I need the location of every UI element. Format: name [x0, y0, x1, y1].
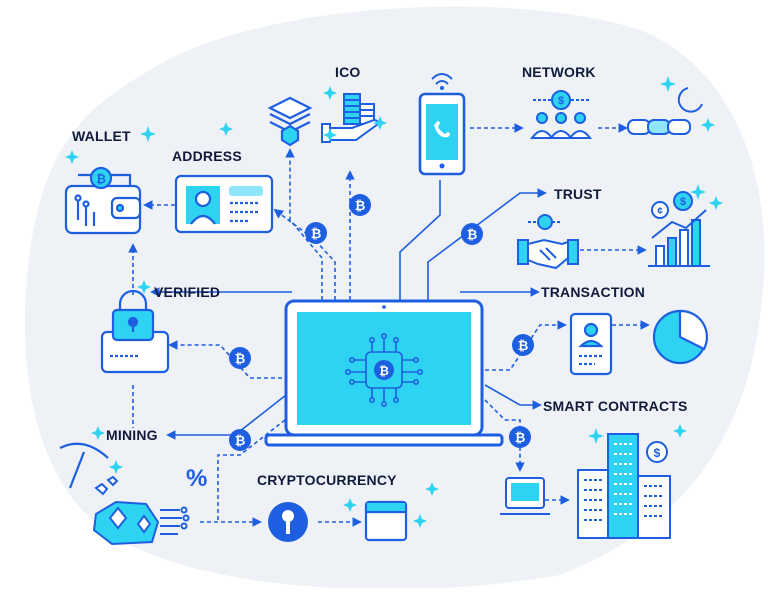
sparkle-icon: [588, 428, 604, 444]
sparkle-icon: [413, 514, 427, 528]
sparkle-icon: [140, 126, 156, 142]
hexagon-stack-icon: [267, 96, 313, 147]
browser-window-icon: [364, 500, 408, 542]
lock-card-icon: [100, 289, 170, 374]
growth-chart-icon: ¢ $: [648, 191, 710, 267]
refresh-icon: [677, 87, 703, 113]
sparkle-icon: [323, 128, 337, 142]
sparkles: [65, 76, 723, 528]
label-mining: MINING: [106, 427, 158, 443]
connector-crypto: [217, 419, 286, 520]
svg-text:₿: ₿: [235, 351, 246, 366]
label-network: NETWORK: [522, 64, 596, 80]
label-ico: ICO: [335, 64, 361, 80]
sparkle-icon: [690, 184, 706, 200]
connector-laptop-address: [273, 208, 336, 300]
people-network-icon: $: [530, 90, 592, 139]
label-verified: VERIFIED: [154, 284, 221, 300]
sparkle-icon: [219, 122, 233, 136]
svg-text:₿: ₿: [467, 227, 478, 242]
connector-smart-contracts: [484, 384, 542, 410]
handshake-icon: [517, 214, 579, 270]
computer-icon: [500, 477, 550, 515]
bitcoin-icon: ₿: [229, 429, 251, 451]
sparkle-icon: [709, 196, 723, 210]
sparkle-icon: [323, 86, 337, 100]
label-wallet: WALLET: [72, 128, 131, 144]
label-address: ADDRESS: [172, 148, 242, 164]
svg-text:₿: ₿: [355, 198, 366, 213]
label-transaction: TRANSACTION: [541, 284, 646, 300]
coin-key-icon: [268, 502, 308, 542]
sparkle-icon: [137, 280, 151, 294]
sparkle-icon: [701, 118, 715, 132]
label-trust: TRUST: [554, 186, 602, 202]
connector-lock: [168, 340, 282, 379]
connectors: [128, 123, 650, 527]
svg-text:₿: ₿: [379, 364, 389, 378]
sparkle-icon: [373, 116, 387, 130]
wallet-icon: ₿: [64, 166, 142, 235]
bitcoin-icon: ₿: [229, 347, 251, 369]
percent-icon: %: [186, 465, 207, 492]
sparkle-icon: [660, 76, 676, 92]
svg-text:₿: ₿: [96, 172, 106, 186]
bitcoin-laptop-icon: ₿: [264, 299, 504, 447]
sparkle-icon: [109, 460, 123, 474]
pie-chart-icon: [652, 309, 709, 365]
bitcoin-icon: ₿: [512, 334, 534, 356]
svg-text:$: $: [680, 196, 686, 208]
svg-text:₿: ₿: [515, 430, 526, 445]
connector-laptop-hex: [285, 148, 323, 300]
svg-text:$: $: [654, 446, 661, 460]
bitcoin-icon: ₿: [349, 194, 371, 216]
chain-link-icon: [627, 119, 691, 135]
sparkle-icon: [425, 482, 439, 496]
bitcoin-badges: ₿ ₿ ₿ ₿ ₿ ₿ ₿: [229, 194, 534, 451]
bitcoin-icon: ₿: [509, 426, 531, 448]
sparkle-icon: [91, 426, 105, 440]
label-smart-contracts: SMART CONTRACTS: [543, 398, 688, 414]
smartphone-icon: [418, 73, 466, 176]
pickaxe-icon: [59, 442, 109, 489]
bitcoin-icon: ₿: [461, 223, 483, 245]
connector-laptop-phone: [399, 180, 441, 300]
document-icon: [569, 312, 613, 376]
sparkle-icon: [65, 150, 79, 164]
sparkle-icon: [343, 498, 357, 512]
svg-text:₿: ₿: [311, 226, 322, 241]
coin-stack-icon: [321, 93, 380, 143]
svg-text:$: $: [558, 95, 564, 107]
svg-text:₿: ₿: [518, 338, 529, 353]
building-icon: $: [577, 433, 671, 539]
bitcoin-icon: ₿: [305, 222, 327, 244]
svg-text:₿: ₿: [235, 433, 246, 448]
svg-text:¢: ¢: [657, 206, 663, 217]
sparkle-icon: [673, 424, 687, 438]
id-card-icon: [174, 174, 274, 234]
connector-computer: [484, 399, 525, 472]
background-blob: [24, 6, 765, 590]
ore-icon: [92, 475, 190, 546]
label-cryptocurrency: CRYPTOCURRENCY: [257, 472, 397, 488]
